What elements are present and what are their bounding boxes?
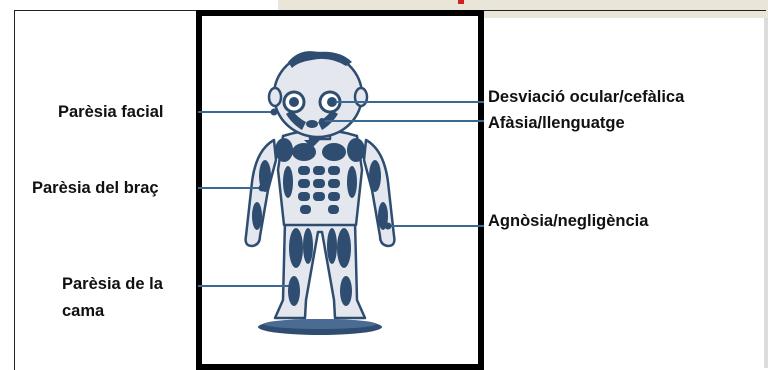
label-paresia-brac: Parèsia del braç — [32, 177, 159, 200]
label-afasia: Afàsia/llenguatge — [488, 112, 625, 135]
label-desviacio-ocular: Desviació ocular/cefàlica — [488, 86, 684, 109]
label-agnosia: Agnòsia/negligència — [488, 210, 648, 233]
label-paresia-cama-line2: cama — [62, 300, 104, 323]
label-paresia-cama-line1: Parèsia de la — [62, 273, 163, 296]
label-paresia-facial: Parèsia facial — [58, 101, 164, 124]
